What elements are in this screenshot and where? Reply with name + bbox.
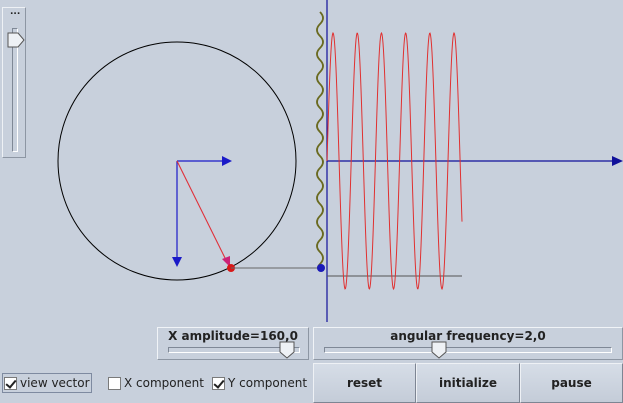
sine-wave: [326, 31, 463, 291]
angular-frequency-thumb[interactable]: [431, 341, 447, 359]
left-slider-title: ...: [10, 7, 21, 17]
y-component-label: Y component: [228, 376, 308, 390]
compressed-wave: [316, 11, 324, 271]
angular-frequency-label: angular frequency=2,0: [390, 329, 546, 343]
y-component-check-icon[interactable]: [212, 376, 225, 390]
y-component-checkbox[interactable]: Y component: [212, 375, 307, 391]
view-vector-check-icon[interactable]: [4, 376, 17, 390]
horizontal-axis: [327, 156, 623, 166]
view-vector-label: view vector: [20, 376, 90, 390]
x-amplitude-label: X amplitude=160,0: [168, 329, 298, 343]
rotation-circle: [57, 41, 297, 281]
rotating-vector: [176, 160, 230, 267]
y-component-arrow: [172, 161, 182, 267]
initialize-button[interactable]: initialize: [416, 363, 520, 403]
x-component-check-icon[interactable]: [108, 376, 121, 390]
x-amplitude-slider-box: X amplitude=160,0: [157, 327, 309, 360]
angular-frequency-track[interactable]: [324, 347, 612, 353]
left-vertical-slider-panel: ...: [2, 7, 26, 158]
reset-button[interactable]: reset: [313, 363, 416, 403]
left-slider-thumb[interactable]: [7, 32, 25, 48]
left-slider-track[interactable]: [12, 28, 18, 152]
x-amplitude-thumb[interactable]: [279, 341, 295, 359]
pause-button[interactable]: pause: [520, 363, 623, 403]
simulation-canvas: [57, 0, 623, 322]
x-component-label: X component: [124, 376, 204, 390]
x-amplitude-track[interactable]: [168, 347, 300, 353]
view-vector-checkbox[interactable]: view vector: [2, 373, 92, 393]
x-component-arrow: [177, 156, 232, 166]
x-component-checkbox[interactable]: X component: [108, 375, 204, 391]
projection-dot: [317, 264, 325, 272]
angular-frequency-slider-box: angular frequency=2,0: [313, 327, 623, 360]
